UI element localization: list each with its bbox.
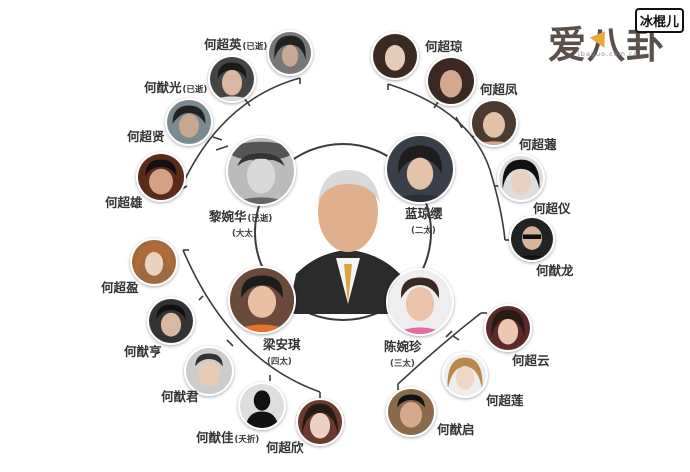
person-portrait-icon bbox=[387, 136, 453, 202]
child-name-label: 何猷龙 bbox=[536, 263, 574, 278]
child-name-label: 何超贤 bbox=[127, 129, 165, 144]
wife3-name-label: 陈婉珍 bbox=[384, 339, 422, 354]
child-portrait bbox=[136, 152, 186, 202]
child-name-label: 何猷启 bbox=[437, 422, 475, 437]
child-name-label: 何超雄 bbox=[105, 195, 143, 210]
watermark-tag: 冰棍儿 bbox=[634, 8, 684, 33]
child-name-label: 何超欣 bbox=[266, 440, 304, 455]
child-name-label: 何超凤 bbox=[480, 82, 518, 97]
wife2-portrait bbox=[385, 134, 455, 204]
wife1-portrait bbox=[226, 136, 296, 206]
person-portrait-icon bbox=[388, 270, 452, 334]
child-name-label: 何超盈 bbox=[101, 280, 139, 295]
child-name-label: 何超英(已逝) bbox=[204, 37, 268, 52]
child-name-label: 何超琼 bbox=[425, 39, 463, 54]
child-portrait bbox=[130, 238, 178, 286]
child-portrait bbox=[426, 56, 476, 106]
wife2-name-label: 蓝琼缨 bbox=[405, 206, 443, 221]
wife3-role-label: (三太) bbox=[390, 359, 415, 369]
wife4-name-label: 梁安琪 bbox=[263, 337, 301, 352]
wife2-role-label: (二太) bbox=[411, 226, 436, 236]
child-portrait bbox=[484, 304, 532, 352]
child-portrait bbox=[147, 297, 195, 345]
child-name-label: 何猷亨 bbox=[124, 344, 162, 359]
watermark-url: ibaguo.com.cn bbox=[578, 50, 639, 58]
silhouette-icon bbox=[240, 384, 284, 428]
child-portrait bbox=[184, 346, 234, 396]
child-name-label: 何猷佳(夭折) bbox=[196, 430, 260, 445]
child-name-label: 何超云 bbox=[512, 353, 550, 368]
child-portrait-silhouette bbox=[238, 382, 286, 430]
watermark-logo: 爱八卦 冰棍儿 ibaguo.com.cn bbox=[548, 8, 688, 67]
child-name-label: 何猷光(已逝) bbox=[144, 80, 208, 95]
child-portrait bbox=[386, 387, 436, 437]
child-name-label: 何超莲 bbox=[486, 393, 524, 408]
wife4-portrait bbox=[228, 266, 296, 334]
child-portrait bbox=[208, 55, 256, 103]
child-name-label: 何猷君 bbox=[161, 389, 199, 404]
wife1-role-label: (大太) bbox=[232, 229, 257, 239]
child-portrait bbox=[296, 398, 344, 446]
wife4-role-label: (四太) bbox=[267, 357, 292, 367]
child-portrait bbox=[371, 32, 419, 80]
child-portrait bbox=[509, 216, 555, 262]
wife3-portrait bbox=[386, 268, 454, 336]
child-portrait bbox=[497, 154, 545, 202]
child-portrait bbox=[267, 30, 313, 76]
child-portrait bbox=[165, 98, 213, 146]
child-name-label: 何超蕸 bbox=[519, 137, 557, 152]
person-portrait-icon bbox=[230, 268, 294, 332]
child-portrait bbox=[470, 99, 518, 147]
child-name-label: 何超仪 bbox=[533, 201, 571, 216]
child-portrait bbox=[442, 352, 488, 398]
person-portrait-icon bbox=[228, 138, 294, 204]
wife1-name-label: 黎婉华(已逝) bbox=[209, 209, 273, 224]
